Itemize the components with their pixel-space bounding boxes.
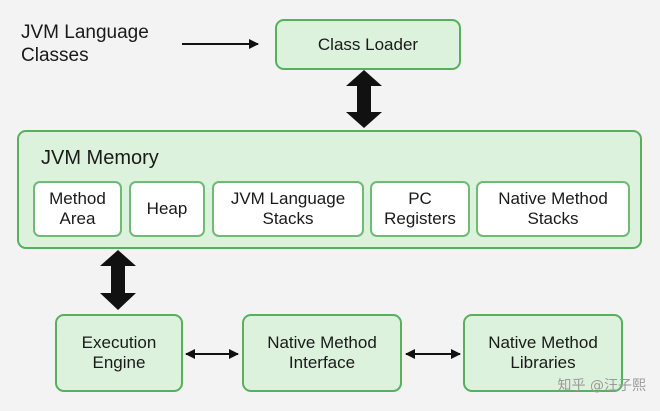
watermark: 知乎 @汪子熙: [557, 378, 646, 394]
memory-area-pc-registers: PC Registers: [370, 181, 470, 237]
memory-area-native-method-stacks: Native Method Stacks: [476, 181, 630, 237]
native-method-libraries-label: Native Method Libraries: [488, 333, 598, 372]
memory-area-label: PC Registers: [384, 189, 456, 228]
double-arrow-class-loader-memory: [346, 70, 382, 128]
memory-area-heap: Heap: [129, 181, 205, 237]
memory-area-label: JVM Language Stacks: [230, 189, 346, 228]
execution-engine-label: Execution Engine: [81, 333, 157, 372]
native-method-libraries-box: Native Method Libraries: [463, 314, 623, 392]
memory-area-jvm-language-stacks: JVM Language Stacks: [212, 181, 364, 237]
class-loader-box: Class Loader: [275, 19, 461, 70]
native-method-interface-box: Native Method Interface: [242, 314, 402, 392]
memory-area-label: Heap: [146, 199, 188, 218]
jvm-memory-title: JVM Memory: [41, 147, 159, 169]
memory-area-label: Method Area: [49, 189, 106, 228]
memory-area-label: Native Method Stacks: [498, 189, 608, 228]
double-arrow-memory-execution: [100, 250, 136, 310]
input-classes-label: JVM Language Classes: [21, 22, 149, 66]
class-loader-label: Class Loader: [317, 34, 419, 54]
execution-engine-box: Execution Engine: [55, 314, 183, 392]
memory-area-method-area: Method Area: [33, 181, 122, 237]
native-method-interface-label: Native Method Interface: [267, 333, 377, 372]
